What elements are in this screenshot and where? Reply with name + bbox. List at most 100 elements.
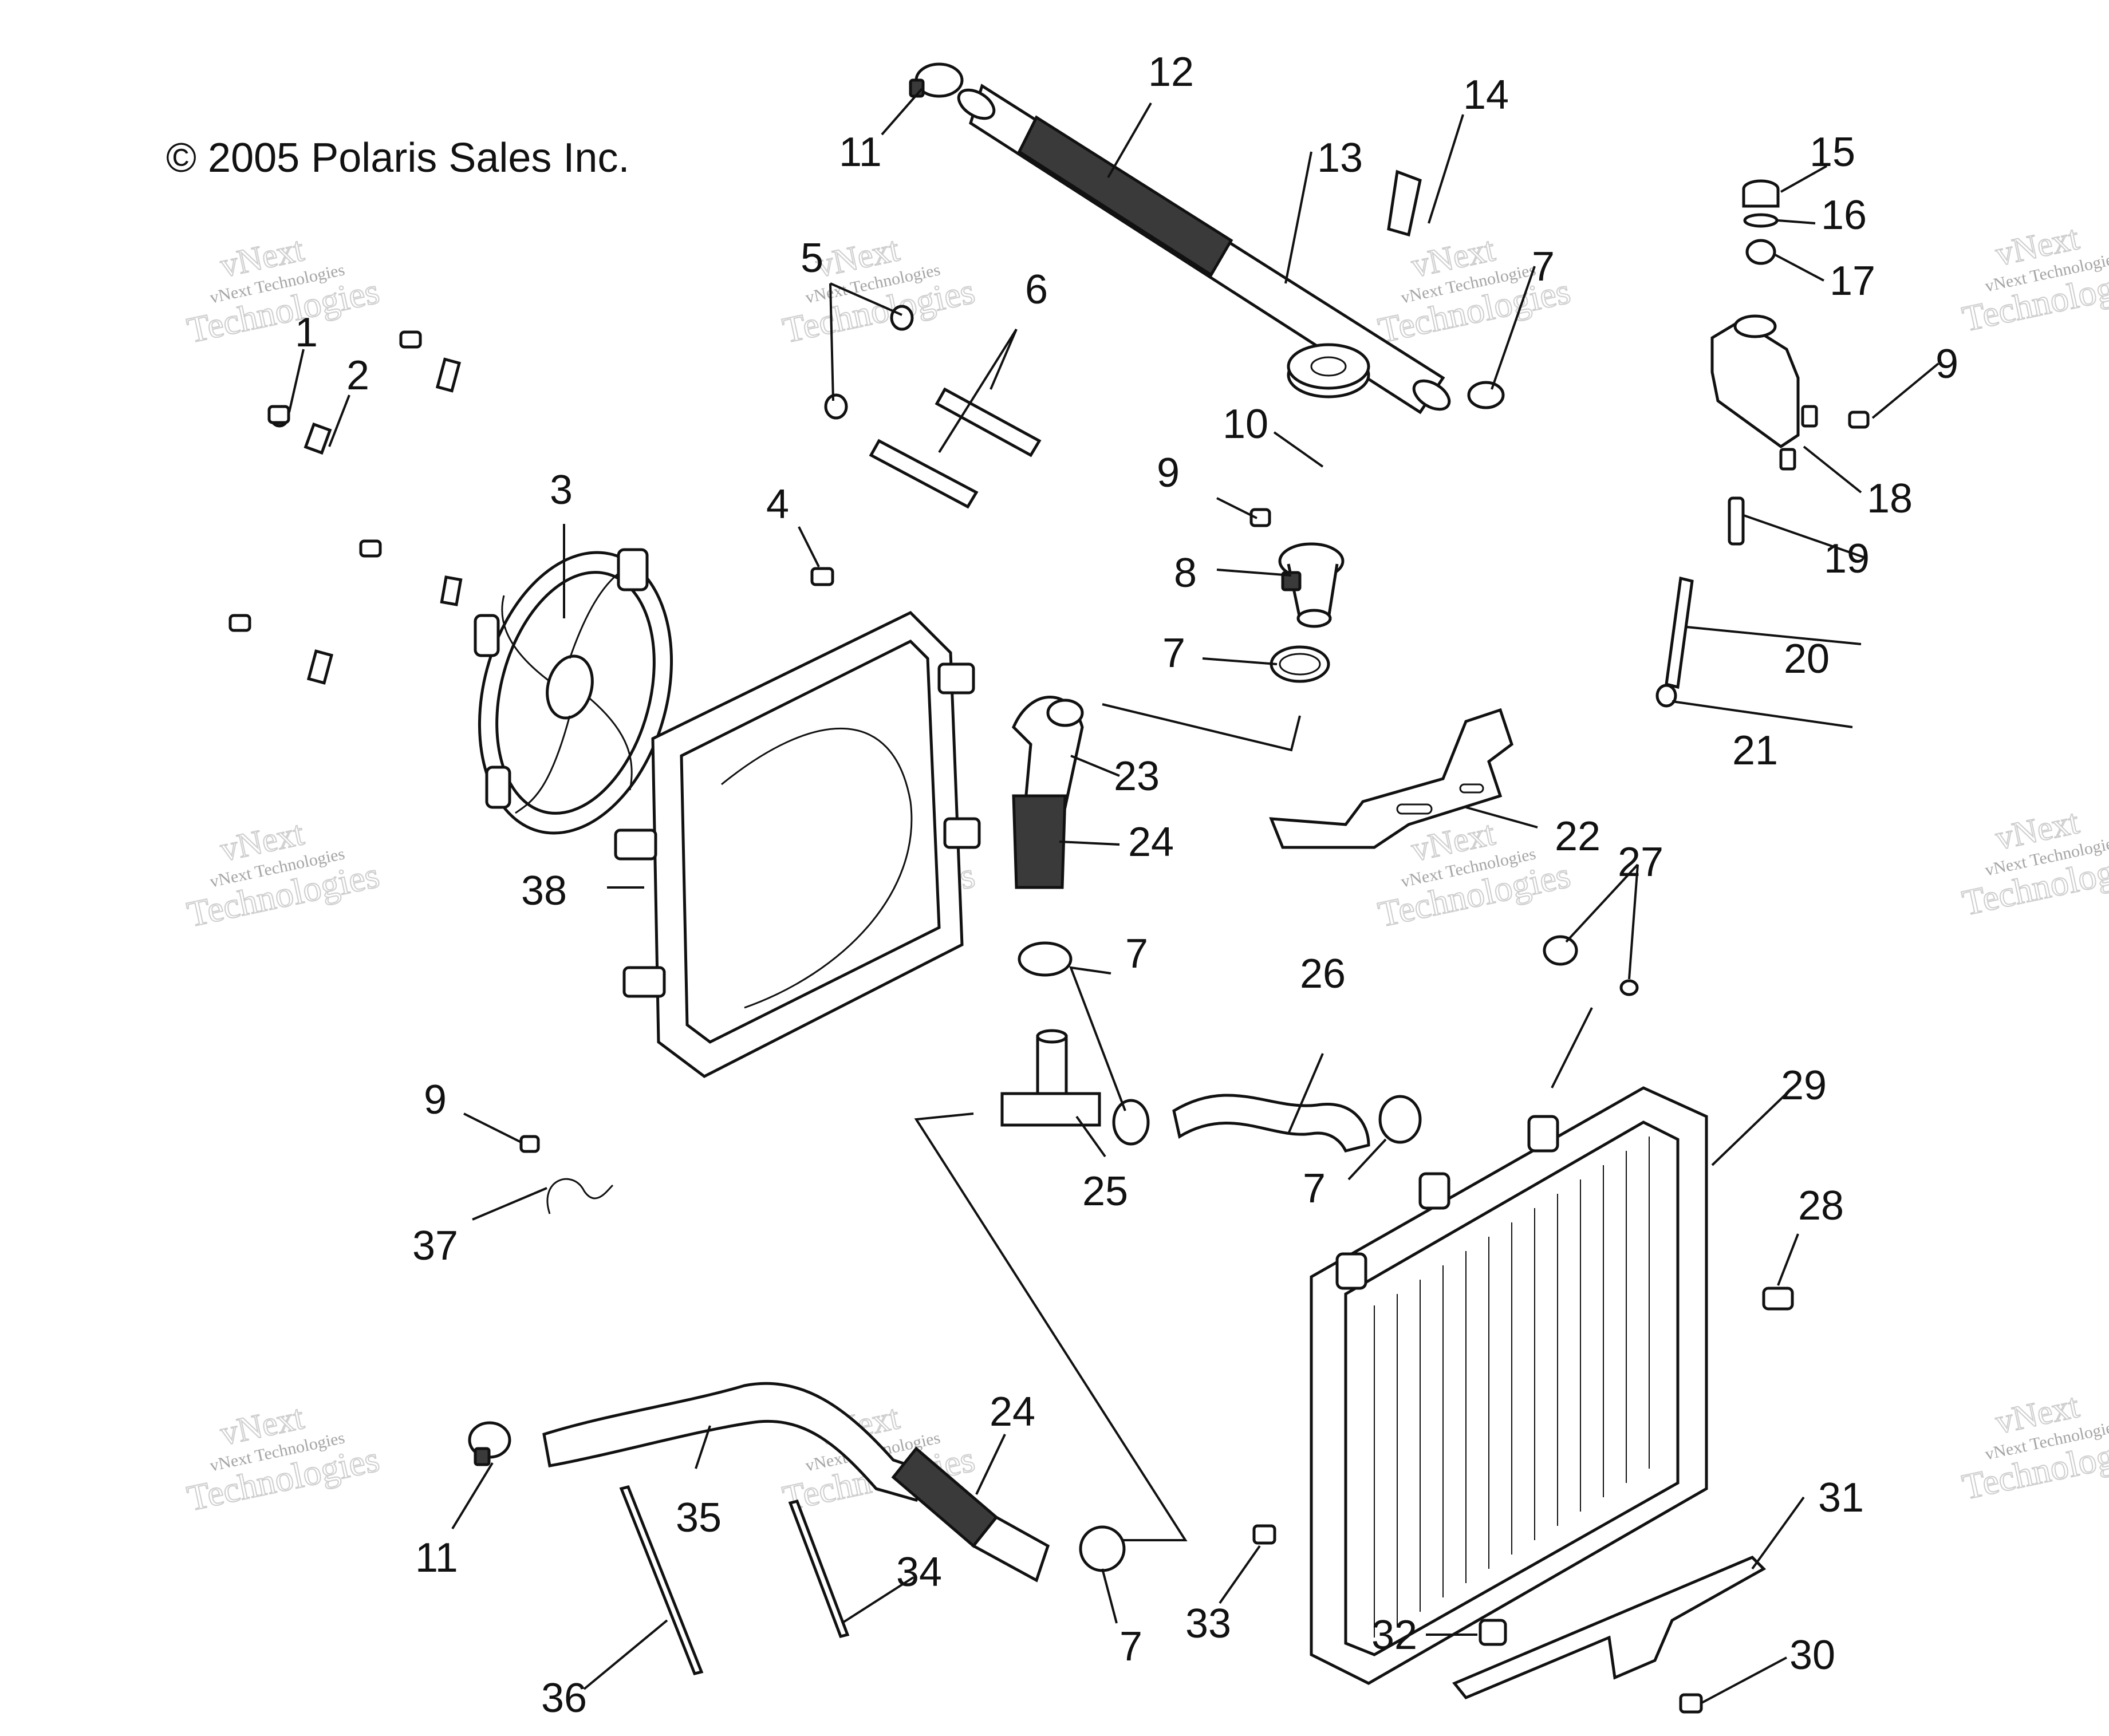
callout-7-bottom: 7 (1119, 1624, 1142, 1670)
part-8-filler-neck-drawing (1278, 542, 1345, 628)
watermark: vNext vNext Technologies Technologies (1958, 1386, 2109, 1508)
part-12-corrugated-sleeve-drawing (1017, 115, 1233, 277)
part-14-tube-drawing (1387, 169, 1422, 237)
part-21-cap-drawing (1655, 684, 1677, 708)
callout-1: 1 (295, 310, 318, 356)
part-7-clamp-drawing (1270, 645, 1330, 683)
part-27-grommet-drawing (1543, 935, 1639, 996)
watermark: vNext vNext Technologies Technologies (1958, 802, 2109, 924)
callout-7-neck: 7 (1162, 630, 1185, 676)
part-23-bent-hose-drawing (1012, 696, 1084, 809)
callout-2: 2 (346, 353, 369, 399)
part-7-clamp-drawing (1079, 1525, 1126, 1572)
watermark: vNext vNext Technologies Technologies (183, 1398, 384, 1520)
part-38-fan-shroud-drawing (614, 610, 981, 1078)
callout-29: 29 (1781, 1063, 1827, 1108)
part-32-nut-drawing (1479, 1619, 1507, 1646)
part-35-lower-hose-drawing (542, 1382, 930, 1502)
part-37-clip-drawing (546, 1178, 614, 1214)
part-7-clamp-drawing (1467, 381, 1505, 409)
callout-31: 31 (1818, 1475, 1864, 1521)
part-19-fitting-drawing (1728, 496, 1745, 546)
callout-17: 17 (1830, 258, 1875, 304)
callout-20: 20 (1784, 636, 1830, 682)
callout-4: 4 (766, 482, 789, 527)
callout-27: 27 (1618, 839, 1663, 885)
part-24-corrugated-hose-drawing (1012, 794, 1067, 889)
part-11-clamp-drawing (909, 62, 964, 98)
callout-13: 13 (1317, 135, 1363, 181)
assembly-reference-lines (914, 703, 1593, 1541)
callout-36: 36 (541, 1675, 587, 1721)
part-4-bolt-drawing (810, 567, 834, 586)
part-9-screw-drawing (1848, 411, 1870, 429)
callout-38: 38 (521, 868, 567, 914)
watermark: vNext vNext Technologies Technologies (183, 230, 384, 352)
callout-35: 35 (676, 1495, 722, 1541)
callout-24-upper: 24 (1128, 819, 1174, 865)
callout-34: 34 (896, 1549, 942, 1595)
part-10-radiator-cap-drawing (1287, 343, 1370, 399)
part-31-lower-bracket-drawing (1452, 1556, 1767, 1700)
part-36-cable-tie-drawing (619, 1485, 704, 1675)
callout-7-top: 7 (1532, 244, 1555, 290)
part-15-reservoir-cap-drawing (1742, 179, 1780, 208)
part-26-hose-drawing (1172, 1094, 1370, 1153)
callout-8: 8 (1174, 550, 1197, 596)
part-5-clamp-drawing (824, 305, 914, 420)
callout-7-tee: 7 (1125, 931, 1148, 977)
watermark: vNext vNext Technologies Technologies (779, 230, 979, 352)
part-7-clamp-drawing (1018, 941, 1073, 977)
part-34-cable-tie-drawing (788, 1500, 850, 1638)
part-20-overflow-hose-drawing (1665, 576, 1694, 689)
part-17-gasket-drawing (1745, 239, 1776, 265)
callout-32: 32 (1371, 1612, 1417, 1658)
part-11-clamp-drawing (468, 1421, 511, 1466)
callout-24-lower: 24 (990, 1389, 1035, 1435)
callout-16: 16 (1821, 192, 1867, 238)
part-3-cooling-fan-drawing (474, 548, 673, 835)
callout-10: 10 (1223, 401, 1268, 447)
callout-9-cap: 9 (1157, 450, 1180, 496)
part-16-seal-drawing (1743, 213, 1779, 228)
callout-22: 22 (1555, 814, 1601, 859)
callout-14: 14 (1463, 72, 1509, 118)
part-2-clip-drawing (303, 422, 332, 455)
callout-33: 33 (1185, 1601, 1231, 1647)
callout-26: 26 (1300, 951, 1346, 997)
callout-30: 30 (1789, 1632, 1835, 1678)
callout-7-hose26: 7 (1303, 1166, 1326, 1212)
callout-6: 6 (1025, 267, 1048, 313)
callout-18: 18 (1867, 476, 1913, 522)
callout-28: 28 (1798, 1183, 1844, 1229)
callout-37: 37 (412, 1223, 458, 1269)
callout-11-top: 11 (839, 129, 882, 175)
callout-11-bottom: 11 (415, 1535, 458, 1581)
callout-15: 15 (1810, 129, 1855, 175)
callout-5: 5 (801, 235, 823, 281)
part-33-screw-drawing (1252, 1524, 1276, 1545)
part-7-clamp-drawing (1378, 1095, 1422, 1144)
watermark: vNext vNext Technologies Technologies (183, 814, 384, 936)
part-24-corrugated-hose-drawing (891, 1446, 1050, 1583)
callout-9-reservoir: 9 (1935, 341, 1958, 387)
part-7-clamp-drawing (1112, 1099, 1150, 1146)
part-9-screw-drawing (519, 1135, 540, 1153)
callout-3: 3 (550, 467, 573, 513)
callout-labels: 1 2 3 4 5 6 11 12 13 14 7 10 9 8 7 15 16… (295, 49, 1958, 1721)
part-22-bracket-drawing (1269, 708, 1513, 849)
part-6-hose-drawing (869, 387, 1042, 509)
callout-25: 25 (1082, 1169, 1128, 1214)
copyright-text: © 2005 Polaris Sales Inc. (166, 135, 629, 181)
part-18-coolant-reservoir-drawing (1710, 314, 1818, 471)
callout-12: 12 (1148, 49, 1194, 95)
callout-9-clip: 9 (424, 1077, 447, 1123)
callout-leaders (288, 88, 1940, 1705)
callout-19: 19 (1824, 536, 1870, 582)
part-29-radiator-drawing (1310, 1086, 1708, 1685)
fan-screws-and-clips-drawing (228, 330, 463, 685)
part-25-tee-fitting-drawing (1000, 1029, 1101, 1127)
part-30-screw-drawing (1679, 1693, 1703, 1714)
watermark: vNext vNext Technologies Technologies (1958, 218, 2109, 340)
